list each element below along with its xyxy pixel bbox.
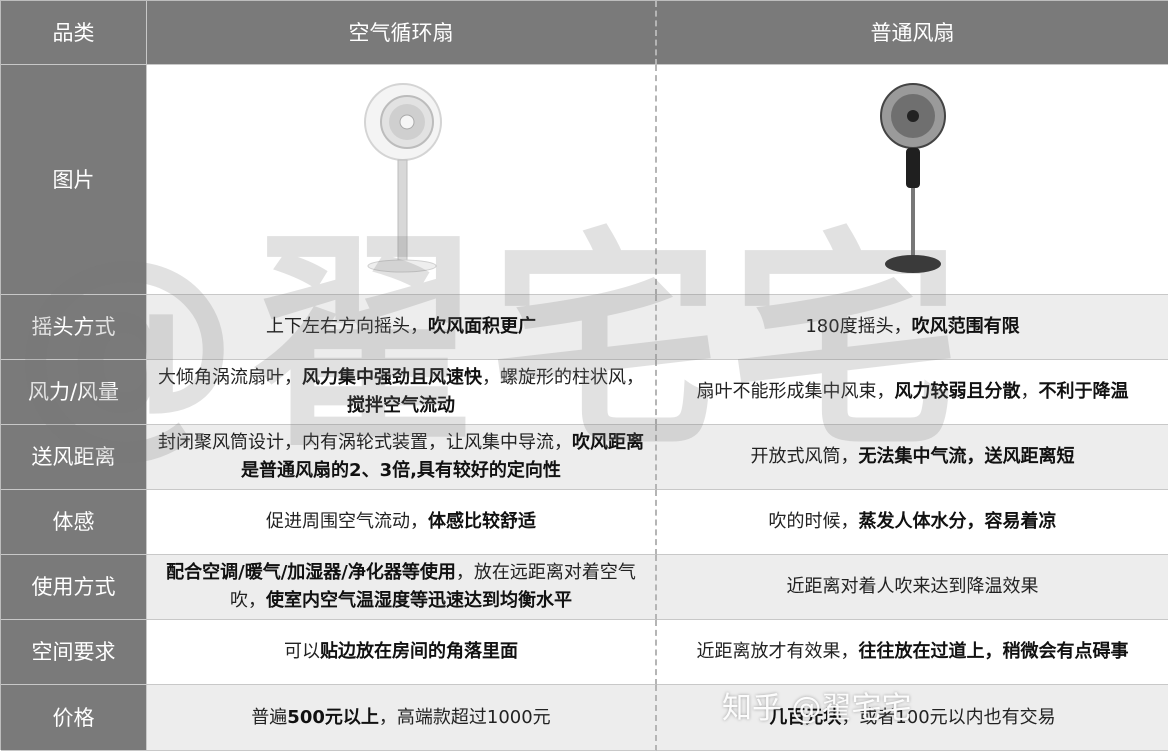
- row-label-space: 空间要求: [1, 620, 147, 685]
- cell-text: 近距离对着人吹来达到降温效果: [786, 576, 1039, 597]
- air-circulator-fan-icon: [364, 82, 442, 272]
- row-label-price: 价格: [1, 685, 147, 751]
- price-air-circulator: 普遍500元以上，高端款超过1000元: [147, 685, 657, 751]
- cell-text: 近距离放才有效果，往往放在过道上，稍微会有点碍事: [696, 641, 1129, 662]
- row-label-distance: 送风距离: [1, 425, 147, 490]
- cell-text: 开放式风筒，无法集中气流，送风距离短: [750, 446, 1075, 467]
- cell-text: 大倾角涡流扇叶，风力集中强劲且风速快，螺旋形的柱状风，搅拌空气流动: [158, 367, 644, 416]
- cell-text: 配合空调/暖气/加湿器/净化器等使用，放在远距离对着空气吹，使室内空气温湿度等迅…: [166, 562, 636, 611]
- usage-air-circulator: 配合空调/暖气/加湿器/净化器等使用，放在远距离对着空气吹，使室内空气温湿度等迅…: [147, 555, 657, 620]
- regular-fan-image: [657, 65, 1168, 295]
- cell-text: 扇叶不能形成集中风束，风力较弱且分散，不利于降温: [696, 381, 1129, 402]
- cell-text: 180度摇头，吹风范围有限: [805, 316, 1020, 337]
- cell-text: 封闭聚风筒设计，内有涡轮式装置，让风集中导流，吹风距离是普通风扇的2、3倍,具有…: [158, 432, 644, 481]
- wind-regular-fan: 扇叶不能形成集中风束，风力较弱且分散，不利于降温: [657, 360, 1168, 425]
- cell-text: 普遍500元以上，高端款超过1000元: [251, 706, 551, 728]
- cell-text: 吹的时候，蒸发人体水分，容易着凉: [768, 511, 1057, 532]
- air-circulator-image: [147, 65, 657, 295]
- feel-regular-fan: 吹的时候，蒸发人体水分，容易着凉: [657, 490, 1168, 555]
- row-label-wind: 风力/风量: [1, 360, 147, 425]
- price-regular-fan: 几百元块，或者100元以内也有交易: [657, 685, 1168, 751]
- swing-air-circulator: 上下左右方向摇头，吹风面积更广: [147, 295, 657, 360]
- row-label-swing: 摇头方式: [1, 295, 147, 360]
- space-air-circulator: 可以贴边放在房间的角落里面: [147, 620, 657, 685]
- regular-fan-icon: [879, 82, 946, 273]
- header-category: 品类: [1, 1, 147, 65]
- space-regular-fan: 近距离放才有效果，往往放在过道上，稍微会有点碍事: [657, 620, 1168, 685]
- cell-text: 几百元块，或者100元以内也有交易: [769, 706, 1056, 728]
- cell-text: 可以贴边放在房间的角落里面: [284, 641, 518, 662]
- cell-text: 上下左右方向摇头，吹风面积更广: [266, 316, 536, 337]
- header-regular-fan: 普通风扇: [657, 1, 1168, 65]
- row-label-usage: 使用方式: [1, 555, 147, 620]
- header-air-circulator: 空气循环扇: [147, 1, 657, 65]
- distance-air-circulator: 封闭聚风筒设计，内有涡轮式装置，让风集中导流，吹风距离是普通风扇的2、3倍,具有…: [147, 425, 657, 490]
- swing-regular-fan: 180度摇头，吹风范围有限: [657, 295, 1168, 360]
- usage-regular-fan: 近距离对着人吹来达到降温效果: [657, 555, 1168, 620]
- row-label-image: 图片: [1, 65, 147, 295]
- wind-air-circulator: 大倾角涡流扇叶，风力集中强劲且风速快，螺旋形的柱状风，搅拌空气流动: [147, 360, 657, 425]
- feel-air-circulator: 促进周围空气流动，体感比较舒适: [147, 490, 657, 555]
- distance-regular-fan: 开放式风筒，无法集中气流，送风距离短: [657, 425, 1168, 490]
- row-label-feel: 体感: [1, 490, 147, 555]
- cell-text: 促进周围空气流动，体感比较舒适: [266, 511, 536, 532]
